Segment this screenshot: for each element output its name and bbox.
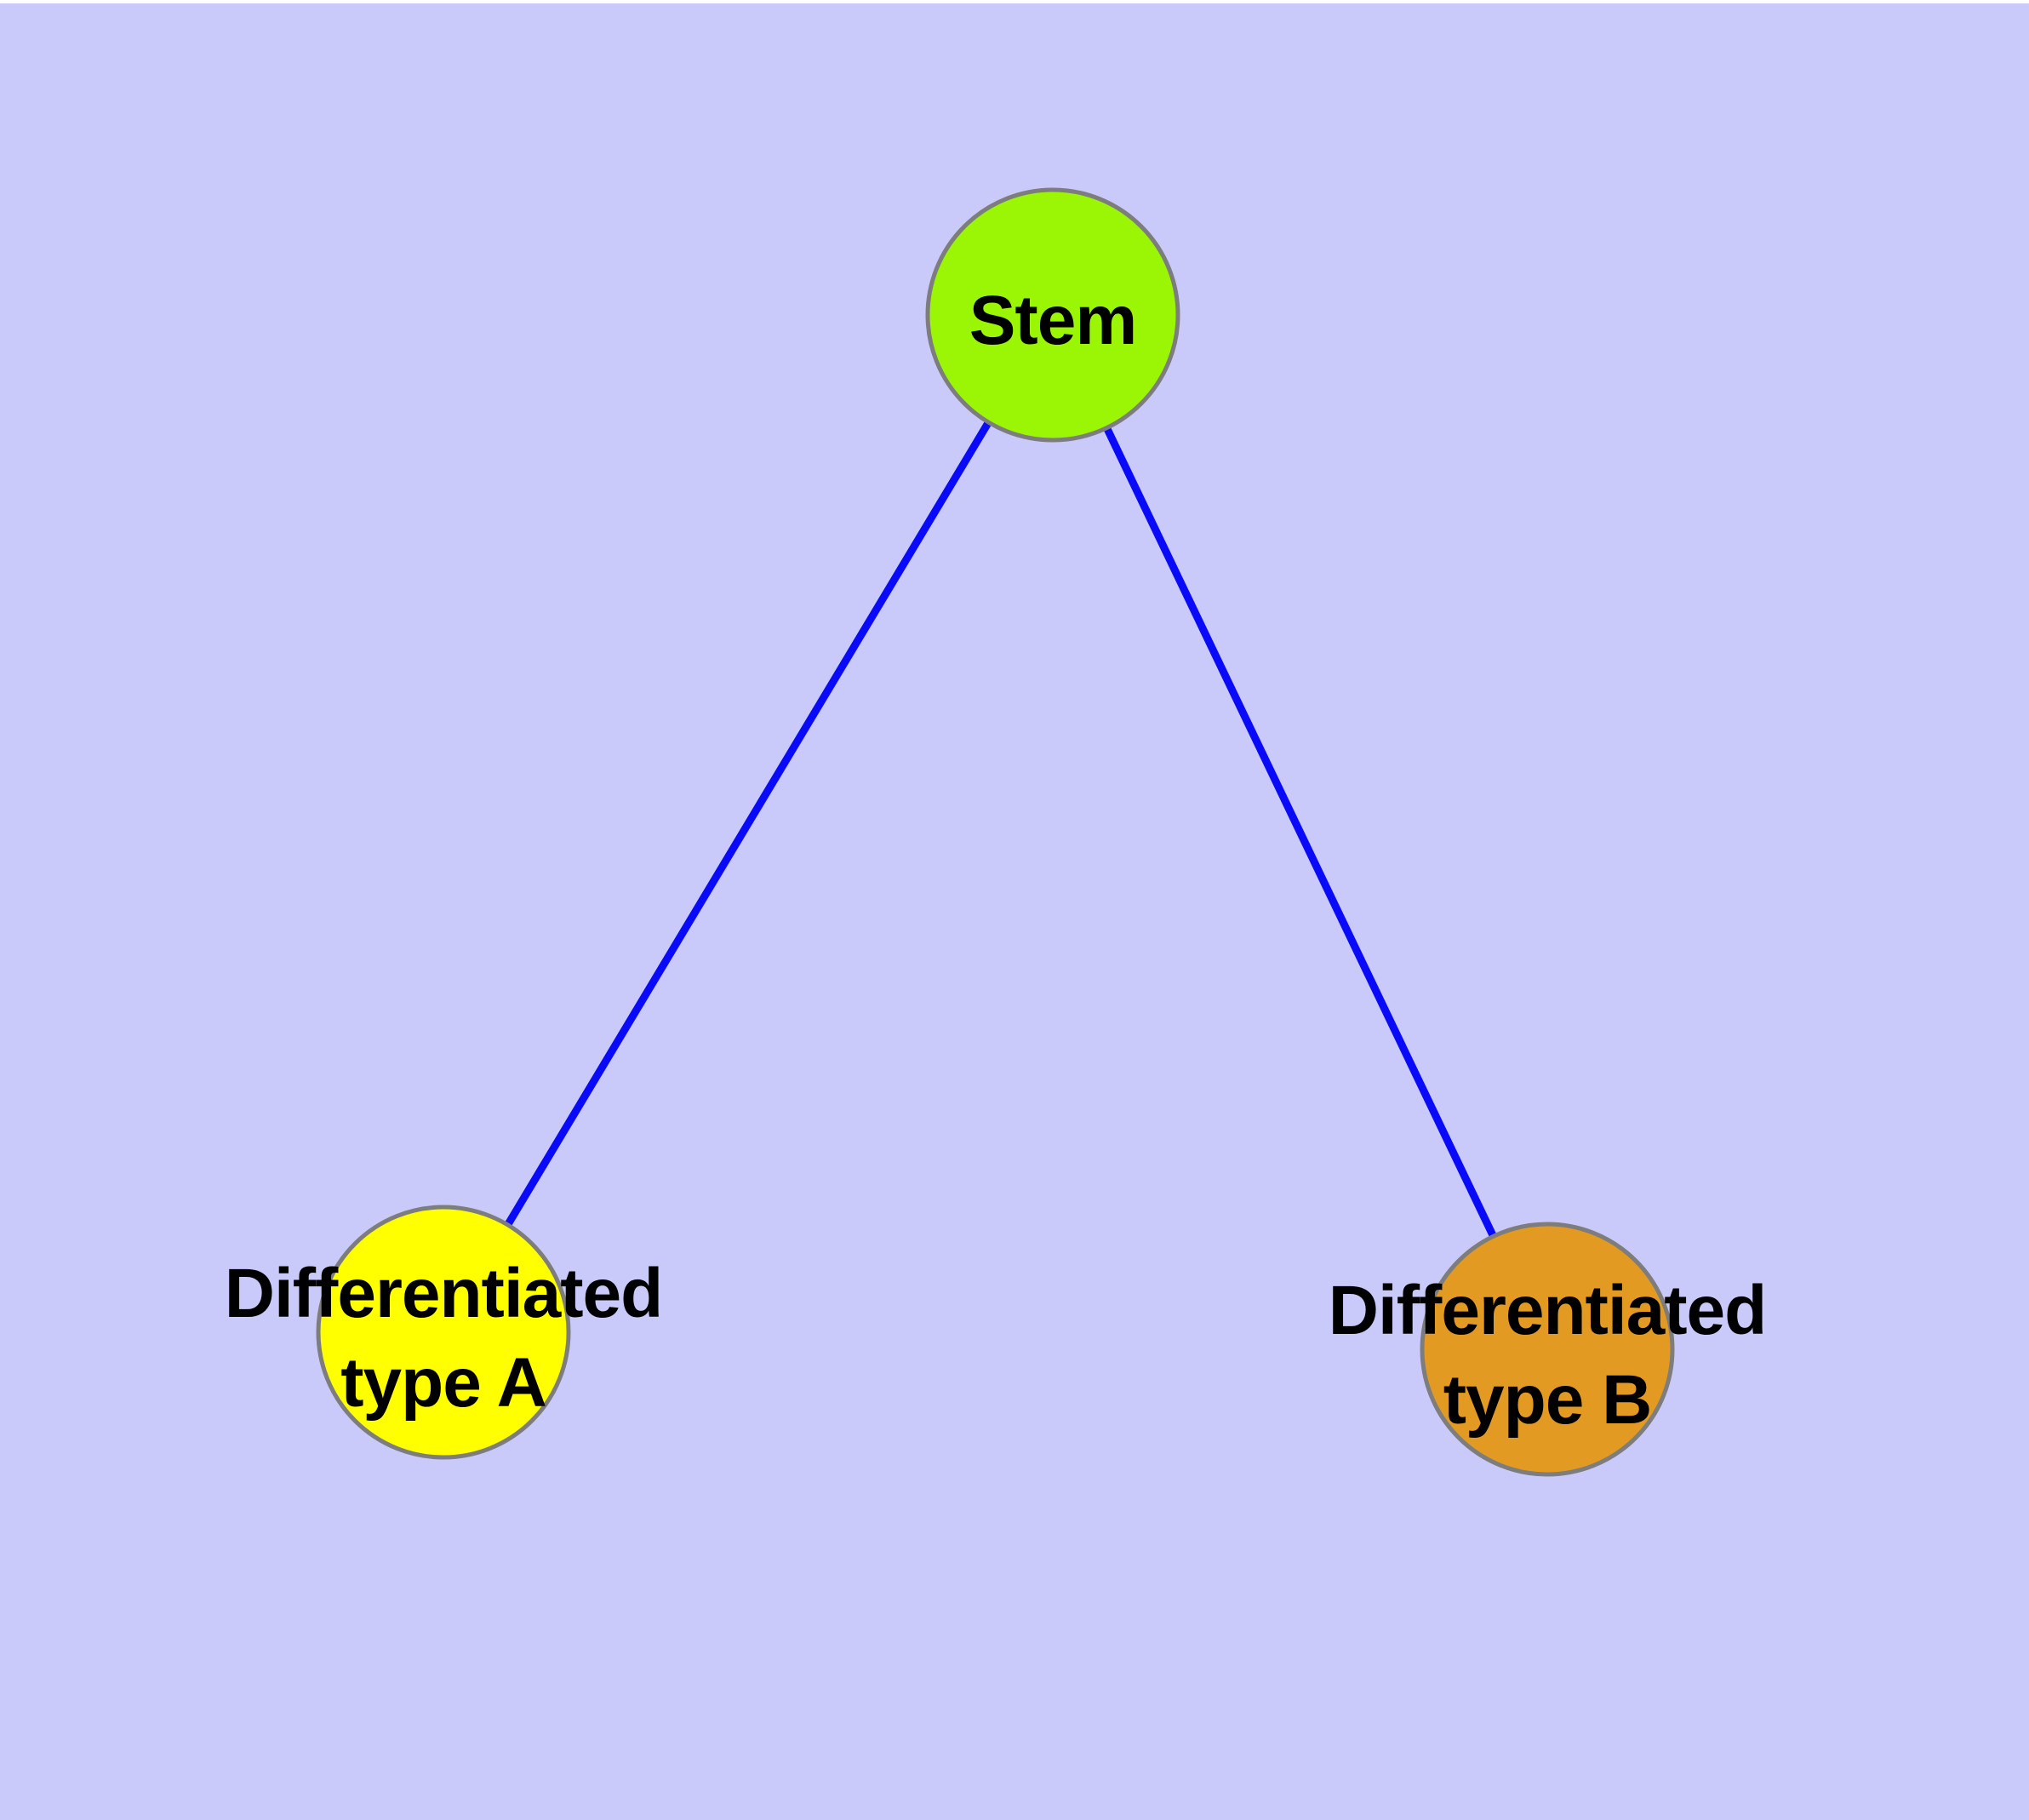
node-differentiated-type-b-label-line1: Differentiated (1329, 1272, 1767, 1349)
top-margin-strip (0, 0, 2029, 3)
node-stem-label: Stem (969, 282, 1137, 359)
node-differentiated-type-a: Differentiated type A (225, 1205, 663, 1460)
edge-stem-to-type-a (440, 312, 1056, 1335)
node-differentiated-type-a-label-line1: Differentiated (225, 1255, 663, 1332)
node-stem: Stem (925, 187, 1180, 443)
node-stem-circle (925, 187, 1180, 443)
node-differentiated-type-a-circle (316, 1205, 571, 1460)
node-differentiated-type-b: Differentiated type B (1329, 1222, 1767, 1477)
node-differentiated-type-b-circle (1420, 1222, 1675, 1477)
edge-stem-to-type-b (1049, 313, 1552, 1351)
node-differentiated-type-a-label-line2: type A (340, 1344, 546, 1422)
node-differentiated-type-b-label-line2: type B (1443, 1361, 1652, 1439)
